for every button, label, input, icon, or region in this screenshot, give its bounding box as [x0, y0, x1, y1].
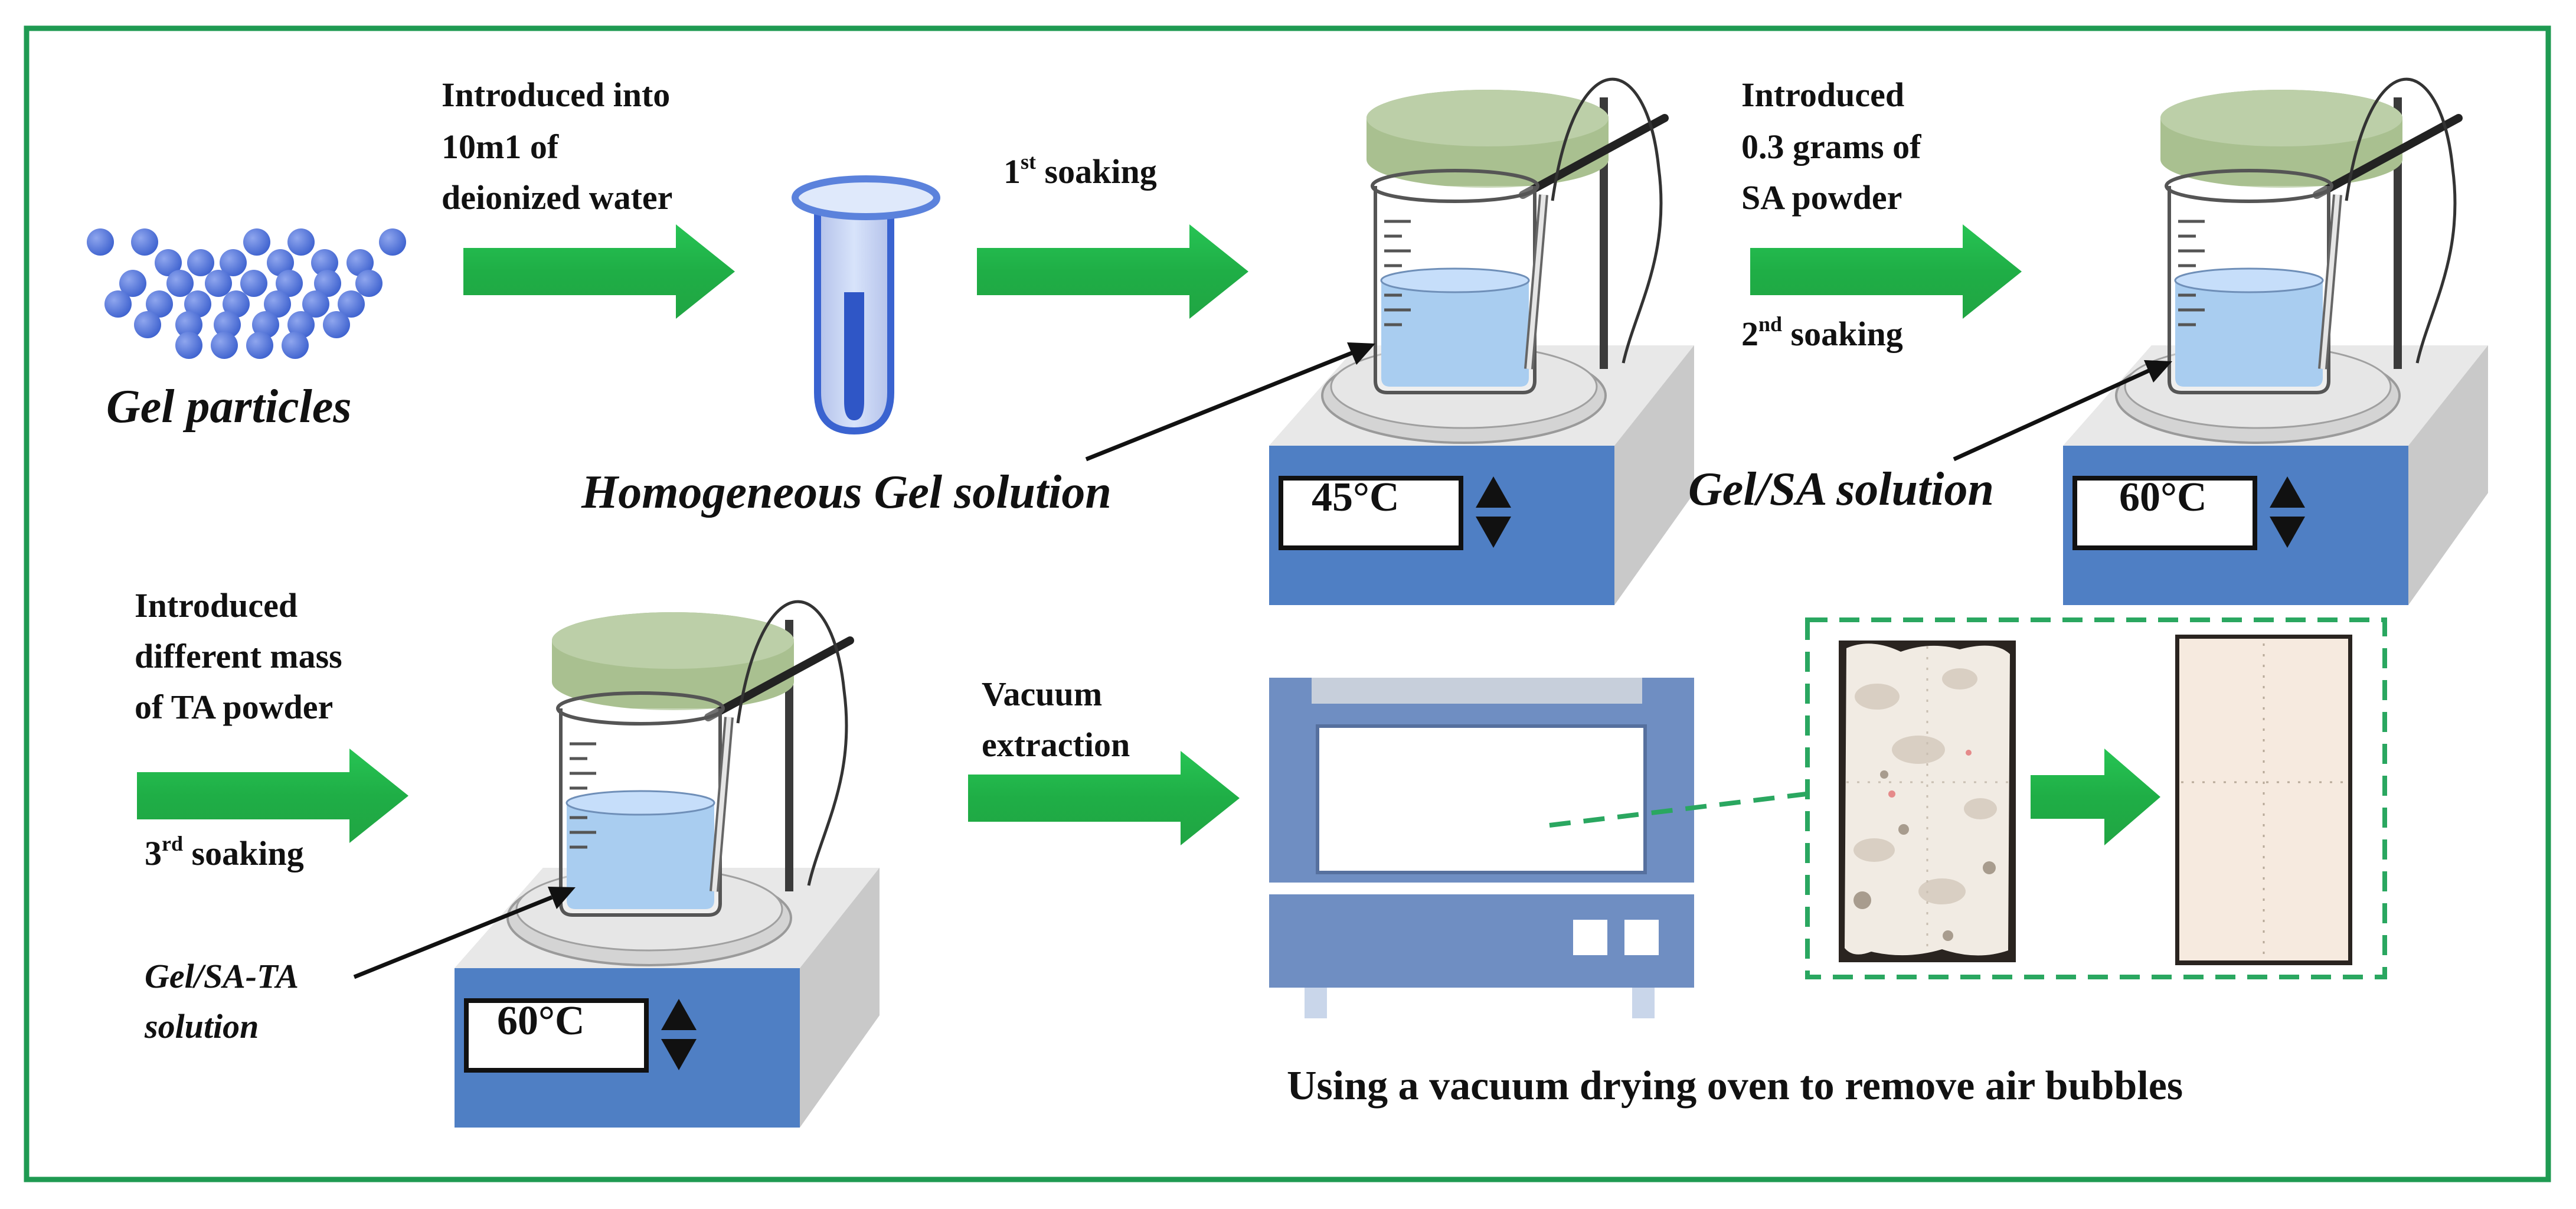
gel-particle: [240, 270, 267, 297]
gel-particle: [205, 270, 232, 297]
step2-label: Introduced 0.3 grams of SA powder: [1741, 76, 1930, 217]
gel-particle: [267, 249, 294, 276]
oven-caption: Using a vacuum drying oven to remove air…: [1287, 1063, 2183, 1109]
hydrogel-before-image: [1839, 641, 2016, 962]
vacuum-oven-icon: [1269, 678, 1694, 1018]
gel-particle: [346, 249, 374, 276]
stirrer1-temp: 45°C: [1312, 475, 1400, 520]
gel-particle: [166, 270, 194, 297]
step1-label: Introduced into 10m1 of deionized water: [442, 76, 679, 217]
gel-particle: [246, 332, 273, 359]
gel-particle: [175, 311, 202, 338]
gel-particle: [119, 270, 146, 297]
gel-particle: [187, 249, 214, 276]
gel-particle: [264, 290, 291, 318]
gel-particle: [252, 311, 279, 338]
gel-particle: [104, 290, 132, 318]
gel-particle: [87, 228, 114, 256]
gel-particle: [287, 228, 315, 256]
gel-particle: [146, 290, 173, 318]
gel-particle: [338, 290, 365, 318]
step3-label: Introduced different mass of TA powder: [135, 586, 351, 726]
gel-sa-ta-label: Gel/SA-TA solution: [144, 957, 305, 1045]
gel-particle: [155, 249, 182, 276]
pointer-arrow: [353, 887, 576, 979]
gel-particle: [282, 332, 309, 359]
gel-particle: [214, 311, 241, 338]
gel-particle: [184, 290, 211, 318]
hydrogel-after-image: [2175, 635, 2352, 965]
gel-particles-icon: [87, 228, 406, 359]
gel-sa-label: Gel/SA solution: [1688, 463, 1994, 515]
gel-particle: [311, 249, 338, 276]
gel-particle: [355, 270, 383, 297]
arrow-right-icon: [2031, 749, 2160, 845]
gel-particle: [276, 270, 303, 297]
gel-particle: [131, 228, 158, 256]
gel-particle: [220, 249, 247, 276]
gel-particle: [211, 332, 238, 359]
soak3-label: 3rd soaking: [145, 832, 304, 873]
homogeneous-label: Homogeneous Gel solution: [581, 466, 1112, 518]
soak1-label: 1st soaking: [1003, 150, 1157, 191]
stirrer2-temp: 60°C: [2119, 475, 2207, 520]
gel-particle: [175, 332, 202, 359]
gel-particle: [302, 290, 329, 318]
inset-box: [1805, 617, 2387, 979]
gel-particle: [134, 311, 161, 338]
gel-particle: [223, 290, 250, 318]
gel-particles-label: Gel particles: [106, 381, 351, 433]
zoom-connector: [1549, 792, 1807, 828]
gel-particle: [314, 270, 341, 297]
gel-particle: [287, 311, 315, 338]
gel-particle: [323, 311, 350, 338]
stirrer3-temp: 60°C: [497, 998, 585, 1044]
pointer-arrow: [1085, 342, 1375, 462]
gel-particle: [243, 228, 270, 256]
soak2-label: 2nd soaking: [1741, 312, 1903, 353]
test-tube-icon: [792, 175, 940, 435]
pointer-arrow: [1953, 360, 2172, 462]
gel-particle: [379, 228, 406, 256]
vacuum-label: Vacuum extraction: [982, 675, 1130, 764]
